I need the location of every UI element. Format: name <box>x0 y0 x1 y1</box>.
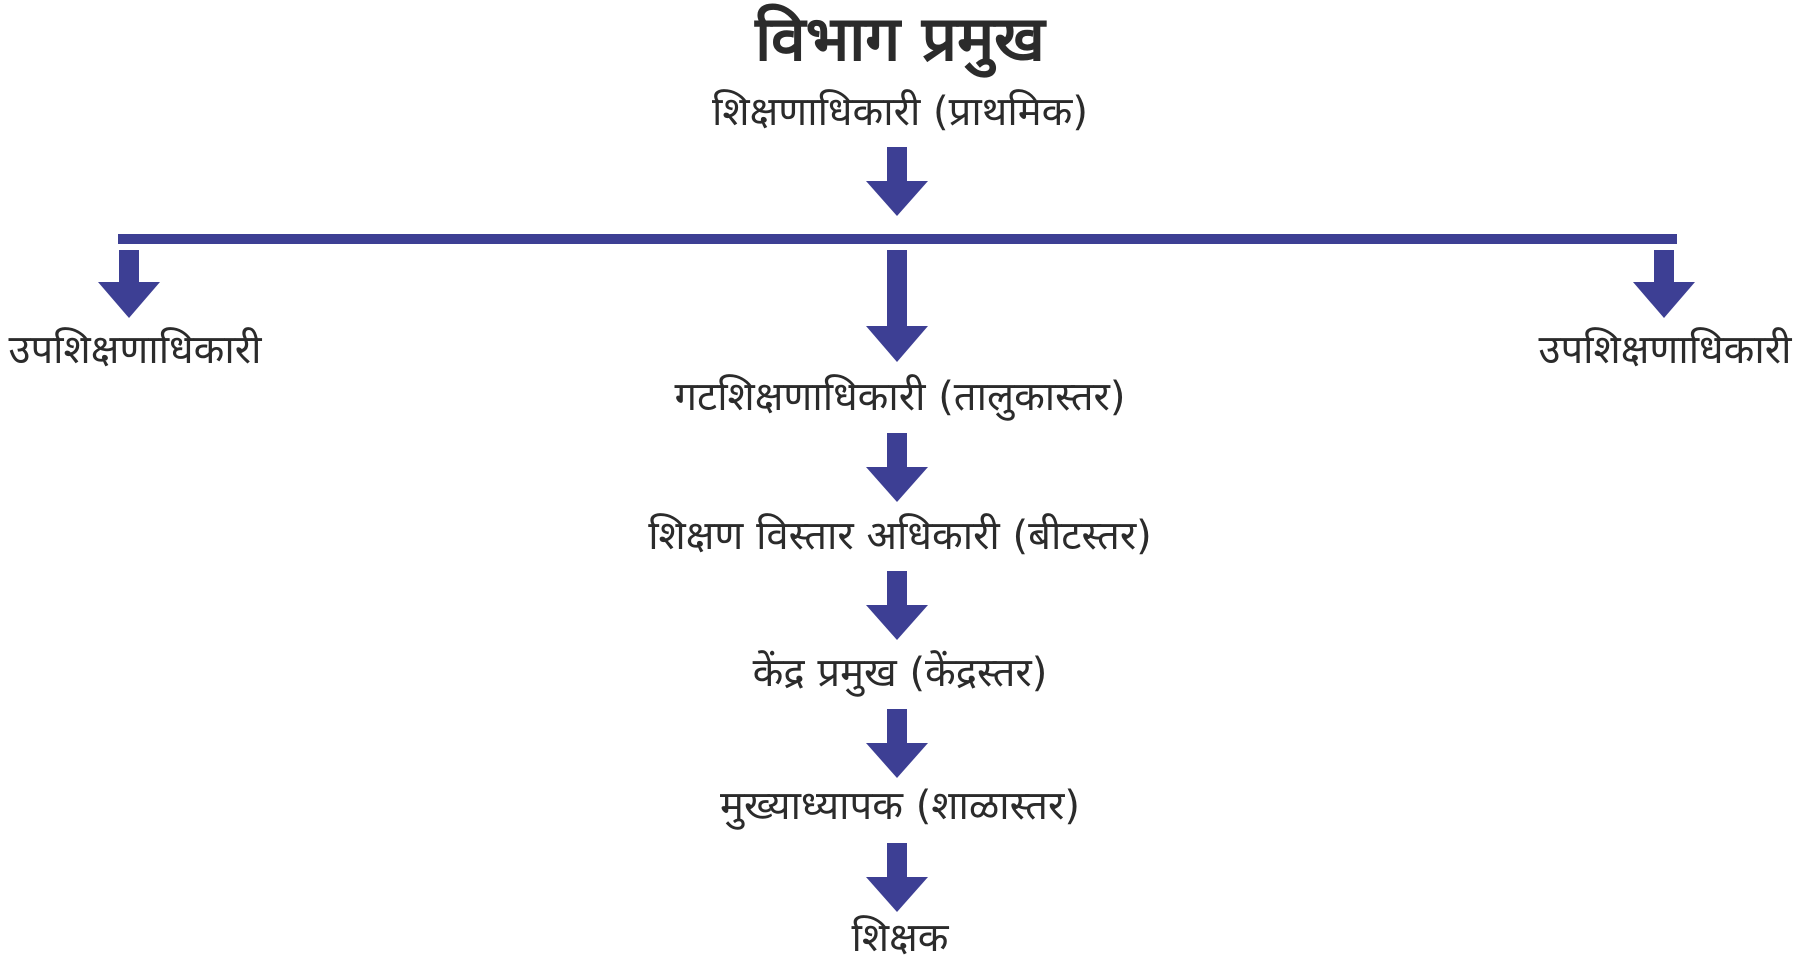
horizontal-branch-bar <box>118 234 1677 244</box>
node-deputy-education-officer-left: उपशिक्षणाधिकारी <box>8 327 262 373</box>
arrow-to-extension-officer <box>866 433 928 502</box>
arrow-block-officer <box>866 250 928 362</box>
arrow-left-deputy <box>98 250 160 318</box>
node-education-officer: शिक्षणाधिकारी (प्राथमिक) <box>712 89 1088 135</box>
arrow-to-headmaster <box>866 709 928 778</box>
arrow-to-teacher <box>866 843 928 912</box>
node-education-extension-officer: शिक्षण विस्तार अधिकारी (बीटस्तर) <box>648 513 1152 559</box>
arrow-root-down <box>866 147 928 216</box>
arrow-right-deputy <box>1633 250 1695 318</box>
node-block-education-officer: गटशिक्षणाधिकारी (तालुकास्तर) <box>674 374 1126 420</box>
node-center-head: केंद्र प्रमुख (केंद्रस्तर) <box>752 650 1048 696</box>
node-headmaster: मुख्याध्यापक (शाळास्तर) <box>720 783 1080 829</box>
arrow-to-center-head <box>866 571 928 640</box>
node-teacher: शिक्षक <box>851 915 949 961</box>
node-deputy-education-officer-right: उपशिक्षणाधिकारी <box>1538 327 1792 373</box>
diagram-title: विभाग प्रमुख <box>755 2 1045 75</box>
